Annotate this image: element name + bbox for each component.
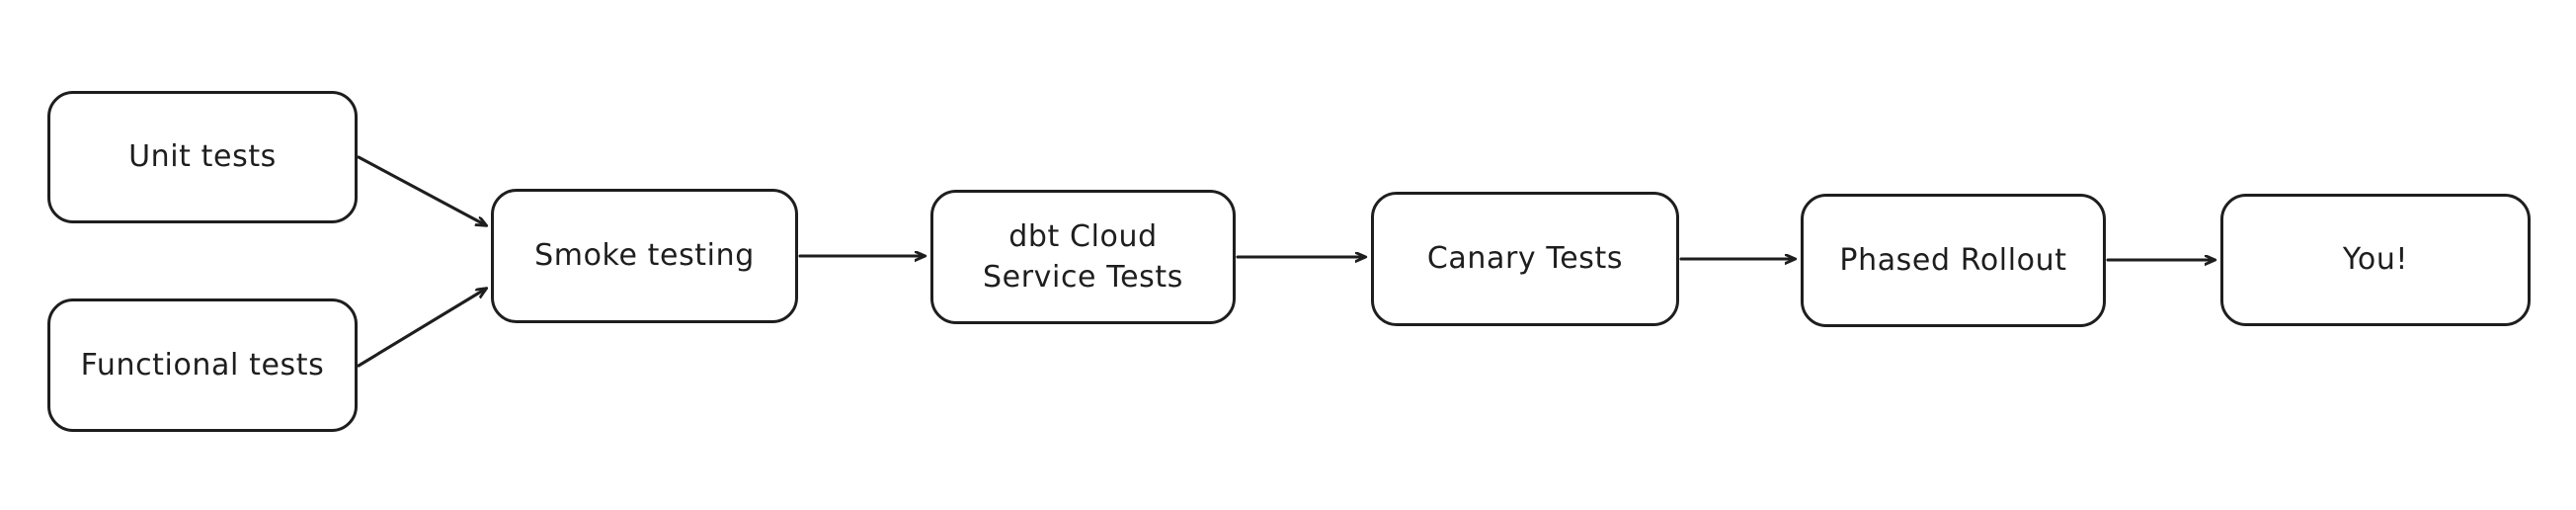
node-smoke-testing[interactable]: Smoke testing	[491, 189, 798, 323]
node-dbt-cloud-service-tests[interactable]: dbt Cloud Service Tests	[930, 190, 1236, 324]
node-label-unit-tests: Unit tests	[128, 139, 277, 175]
edge-unit-to-smoke	[357, 155, 486, 225]
node-label-dbt-cloud-service-tests: dbt Cloud Service Tests	[983, 218, 1183, 295]
node-label-smoke-testing: Smoke testing	[534, 238, 755, 274]
node-unit-tests[interactable]: Unit tests	[47, 91, 358, 223]
node-label-canary-tests: Canary Tests	[1426, 241, 1624, 277]
node-you[interactable]: You!	[2220, 194, 2531, 326]
node-canary-tests[interactable]: Canary Tests	[1371, 192, 1679, 326]
node-label-functional-tests: Functional tests	[80, 347, 325, 382]
node-label-you: You!	[2342, 242, 2409, 278]
node-label-phased-rollout: Phased Rollout	[1839, 242, 2067, 278]
edge-functional-to-smoke	[357, 289, 486, 368]
node-phased-rollout[interactable]: Phased Rollout	[1801, 194, 2106, 327]
node-functional-tests[interactable]: Functional tests	[47, 298, 358, 432]
